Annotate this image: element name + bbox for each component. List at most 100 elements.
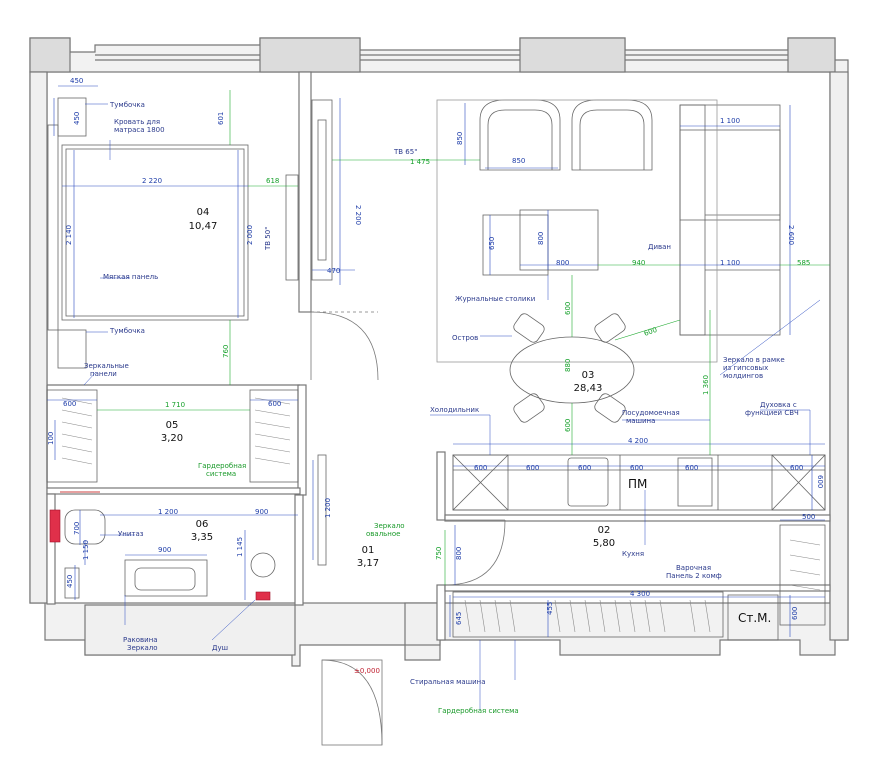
label-tv65: ТВ 65" [393, 148, 417, 156]
room-06-area: 3,35 [191, 532, 213, 543]
room-04-area: 10,47 [189, 221, 218, 232]
dim-1475: 1 475 [410, 158, 430, 166]
room-04-number: 04 [197, 207, 210, 218]
label-soft-panel: Мягкая панель [103, 273, 158, 281]
dim-2200: 2 200 [354, 205, 362, 225]
room-05-number: 05 [166, 420, 179, 431]
dim-1145: 1 145 [236, 537, 244, 557]
label-toilet: Унитаз [118, 530, 144, 538]
dim-1200-bath: 1 200 [158, 508, 178, 516]
dim-100: 100 [47, 432, 55, 445]
dim-4300: 4 300 [630, 590, 650, 598]
dim-760: 760 [222, 345, 230, 358]
soft-panel [47, 124, 59, 331]
dim-880: 880 [564, 359, 572, 372]
label-stm: Ст.М. [738, 611, 771, 625]
dim-750: 750 [435, 547, 443, 560]
label-shower: Душ [212, 644, 228, 652]
dim-2140: 2 140 [65, 225, 73, 245]
bed [61, 144, 249, 321]
dim-800-h: 800 [556, 259, 569, 267]
dim-900-bath: 900 [255, 508, 268, 516]
oval-mirror [317, 454, 327, 566]
entrance-door [321, 659, 383, 746]
label-pm: ПМ [628, 477, 647, 491]
dim-600-f: 600 [790, 464, 803, 472]
shower-drain [250, 552, 276, 578]
nightstand-bottom [57, 329, 87, 369]
leader-lines [83, 103, 821, 710]
dim-600-w5b: 600 [268, 400, 281, 408]
label-tumbochka-bottom: Тумбочка [109, 327, 145, 335]
tv-50 [285, 174, 299, 281]
dim-618: 618 [266, 177, 279, 185]
plumbing-markers [49, 509, 271, 601]
dim-2000: 2 000 [246, 225, 254, 245]
dim-1150: 1 150 [82, 540, 90, 560]
dim-650: 650 [488, 237, 496, 250]
label-kitchen: Кухня [622, 550, 644, 558]
dim-2600: 2 600 [787, 225, 795, 245]
dim-1200-door: 1 200 [324, 498, 332, 518]
dim-1360: 1 360 [702, 375, 710, 395]
dim-600-c: 600 [578, 464, 591, 472]
doors [60, 311, 506, 746]
kitchen-sink [567, 457, 609, 507]
dim-1710: 1 710 [165, 401, 185, 409]
room-01-number: 01 [362, 545, 375, 556]
dim-600-d: 600 [630, 464, 643, 472]
stm-box [727, 594, 779, 641]
room-03-number: 03 [582, 370, 595, 381]
dim-601: 601 [217, 112, 225, 125]
room-02-number: 02 [598, 525, 611, 536]
dim-lines-green [97, 90, 830, 585]
dim-600-a: 600 [474, 464, 487, 472]
dim-2220: 2 220 [142, 177, 162, 185]
label-zero-level: ±0,000 [354, 667, 380, 675]
walls [29, 37, 849, 667]
dim-900-tub: 900 [158, 546, 171, 554]
dim-1100-mid: 1 100 [720, 259, 740, 267]
room-01-area: 3,17 [357, 558, 379, 569]
dim-850-w: 850 [512, 157, 525, 165]
dim-500-k-top: 500 [802, 513, 815, 521]
dim-600-stm: 600 [791, 607, 799, 620]
dim-700: 700 [73, 522, 81, 535]
label-fridge: Холодильник [430, 406, 479, 414]
dim-4200: 4 200 [628, 437, 648, 445]
dim-600-e: 600 [685, 464, 698, 472]
room-labels: 04 10,47 05 3,20 06 3,35 01 3,17 03 28,4… [161, 207, 615, 569]
hatching [61, 397, 821, 633]
dim-600-w5: 600 [63, 400, 76, 408]
label-island: Остров [452, 334, 478, 342]
dim-1100-top: 1 100 [720, 117, 740, 125]
dim-600-g3: 600 [564, 419, 572, 432]
label-sofa: Диван [648, 243, 671, 251]
label-wardrobe-hall: Гардеробная система [438, 707, 519, 715]
room-05-area: 3,20 [161, 433, 183, 444]
sink-cabinet [64, 567, 80, 599]
coffee-table-2 [519, 209, 599, 271]
dimensions-blue: 450 450 601 2 220 2 140 2 000 850 850 1 … [47, 77, 824, 625]
dim-470: 470 [327, 267, 340, 275]
dim-450-bath: 450 [66, 575, 74, 588]
furniture [46, 97, 826, 641]
label-washing-machine: Стиральная машина [410, 678, 486, 686]
nightstand-top [57, 97, 87, 137]
wardrobe-05a [46, 389, 98, 483]
room-06-number: 06 [196, 519, 209, 530]
dim-600-g1: 600 [564, 302, 572, 315]
hall-wardrobe [452, 591, 724, 638]
label-tumbochka-top: Тумбочка [109, 101, 145, 109]
dining-chairs [513, 313, 626, 423]
dim-800-v: 800 [537, 232, 545, 245]
dim-600-b: 600 [526, 464, 539, 472]
room-02-area: 5,80 [593, 538, 615, 549]
